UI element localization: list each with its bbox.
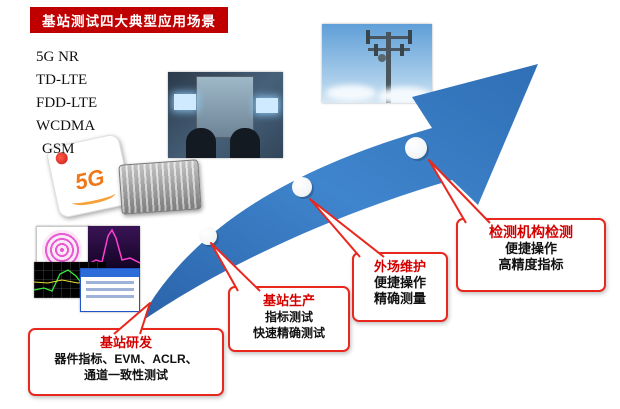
callout-line: 指标测试: [264, 310, 313, 324]
callout-line: 高精度指标: [498, 257, 564, 272]
tech-list-item: FDD-LTE: [36, 95, 98, 111]
spectrum-screenshot: [87, 226, 141, 268]
tech-list-item: 5G NR: [36, 49, 79, 65]
callout-title: 检测机构检测: [489, 224, 573, 240]
callout-title: 外场维护: [373, 259, 426, 274]
antenna-tower: [366, 30, 412, 103]
monitor-screen: [174, 94, 196, 110]
milestone-dot: [405, 137, 427, 159]
person-silhouette: [186, 128, 216, 158]
text-placeholder: [86, 281, 134, 284]
text-placeholder: [86, 295, 134, 298]
callout-line: 便捷操作: [504, 241, 557, 256]
callout-inspection-agency: 检测机构检测 便捷操作 高精度指标: [456, 218, 606, 292]
callout-line: 通道一致性测试: [83, 368, 168, 382]
text-placeholder: [86, 288, 134, 291]
spectrum-trace: [87, 228, 141, 265]
callout-title: 基站生产: [262, 293, 315, 308]
tech-list: 5G NR TD-LTE FDD-LTE WCDMA GSM: [36, 46, 97, 161]
cloud: [326, 85, 376, 101]
person-silhouette: [230, 128, 260, 158]
monitor-screen: [256, 98, 278, 113]
tech-list-item: TD-LTE: [36, 72, 88, 88]
callout-line: 快速精确测试: [252, 326, 325, 340]
callout-title: 基站研发: [99, 335, 152, 350]
tower-photo: [322, 24, 432, 103]
milestone-dot: [199, 227, 217, 245]
callout-base-station-production: 基站生产 指标测试 快速精确测试: [228, 286, 350, 352]
test-bench-photo: [168, 72, 283, 158]
tech-list-item: WCDMA: [36, 118, 96, 134]
callout-line: 精确测量: [373, 291, 426, 306]
milestone-dot: [292, 177, 312, 197]
slide-title: 基站测试四大典型应用场景: [30, 7, 228, 33]
tech-list-item: GSM: [42, 141, 75, 157]
callout-base-station-rd: 基站研发 器件指标、EVM、ACLR、 通道一致性测试: [28, 328, 224, 396]
window-titlebar: [81, 269, 139, 277]
callout-field-maintenance: 外场维护 便捷操作 精确测量: [352, 252, 448, 322]
callout-line: 器件指标、EVM、ACLR、: [54, 352, 198, 366]
equipment-rack: [196, 76, 254, 138]
callout-line: 便捷操作: [373, 275, 426, 290]
